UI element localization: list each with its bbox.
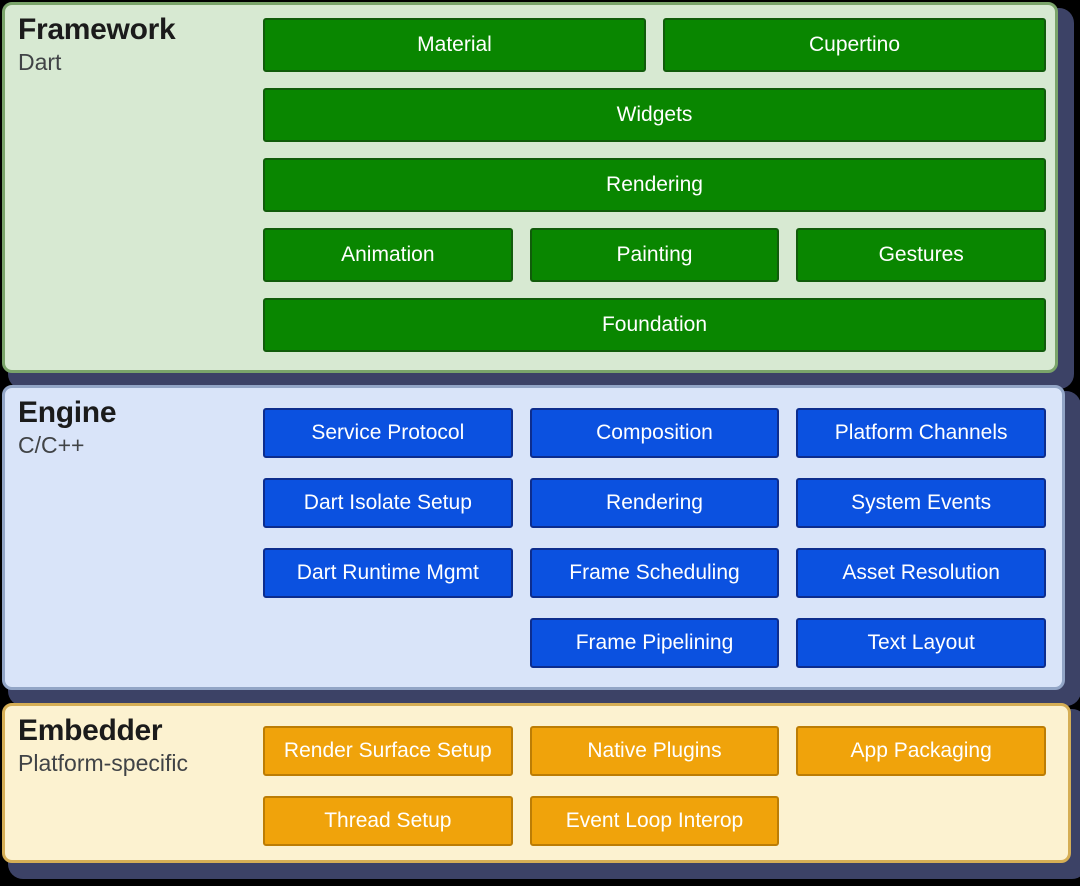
framework-title: Framework bbox=[18, 13, 176, 46]
box-cupertino: Cupertino bbox=[663, 18, 1046, 72]
engine-title: Engine bbox=[18, 396, 117, 429]
embedder-title: Embedder bbox=[18, 714, 163, 747]
box-dart-runtime-mgmt: Dart Runtime Mgmt bbox=[263, 548, 513, 598]
embedder-row-1: Render Surface Setup Native Plugins App … bbox=[263, 726, 1046, 776]
box-material: Material bbox=[263, 18, 646, 72]
box-native-plugins: Native Plugins bbox=[529, 726, 780, 776]
box-app-packaging: App Packaging bbox=[796, 726, 1046, 776]
box-rendering: Rendering bbox=[263, 158, 1046, 212]
box-frame-pipelining: Frame Pipelining bbox=[529, 618, 780, 668]
box-foundation: Foundation bbox=[263, 298, 1046, 352]
box-engine-rendering: Rendering bbox=[529, 478, 780, 528]
box-asset-resolution: Asset Resolution bbox=[796, 548, 1046, 598]
framework-row-1: Material Cupertino bbox=[263, 18, 1046, 72]
embedder-boxes: Render Surface Setup Native Plugins App … bbox=[263, 726, 1046, 846]
box-widgets: Widgets bbox=[263, 88, 1046, 142]
engine-row-2: Dart Isolate Setup Rendering System Even… bbox=[263, 478, 1046, 528]
box-dart-isolate-setup: Dart Isolate Setup bbox=[263, 478, 513, 528]
engine-row-3: Dart Runtime Mgmt Frame Scheduling Asset… bbox=[263, 548, 1046, 598]
box-painting: Painting bbox=[529, 228, 780, 282]
engine-boxes: Service Protocol Composition Platform Ch… bbox=[263, 408, 1046, 668]
engine-header: Engine C/C++ bbox=[18, 396, 117, 458]
framework-header: Framework Dart bbox=[18, 13, 176, 75]
box-service-protocol: Service Protocol bbox=[263, 408, 513, 458]
section-framework: Framework Dart Material Cupertino Widget… bbox=[2, 2, 1058, 373]
framework-row-4: Animation Painting Gestures bbox=[263, 228, 1046, 282]
box-gestures: Gestures bbox=[796, 228, 1046, 282]
embedder-row-2: Thread Setup Event Loop Interop bbox=[263, 796, 1046, 846]
framework-row-2: Widgets bbox=[263, 88, 1046, 142]
engine-row-1: Service Protocol Composition Platform Ch… bbox=[263, 408, 1046, 458]
embedder-subtitle: Platform-specific bbox=[18, 750, 188, 776]
box-composition: Composition bbox=[529, 408, 780, 458]
box-text-layout: Text Layout bbox=[796, 618, 1046, 668]
framework-row-3: Rendering bbox=[263, 158, 1046, 212]
box-platform-channels: Platform Channels bbox=[796, 408, 1046, 458]
box-frame-scheduling: Frame Scheduling bbox=[529, 548, 780, 598]
box-event-loop-interop: Event Loop Interop bbox=[529, 796, 780, 846]
box-render-surface-setup: Render Surface Setup bbox=[263, 726, 513, 776]
box-system-events: System Events bbox=[796, 478, 1046, 528]
section-embedder: Embedder Platform-specific Render Surfac… bbox=[2, 703, 1071, 863]
framework-row-5: Foundation bbox=[263, 298, 1046, 352]
embedder-header: Embedder Platform-specific bbox=[18, 714, 188, 776]
engine-row-4: Frame Pipelining Text Layout bbox=[263, 618, 1046, 668]
box-animation: Animation bbox=[263, 228, 513, 282]
box-thread-setup: Thread Setup bbox=[263, 796, 513, 846]
framework-subtitle: Dart bbox=[18, 49, 62, 75]
framework-boxes: Material Cupertino Widgets Rendering Ani… bbox=[263, 18, 1046, 352]
engine-subtitle: C/C++ bbox=[18, 432, 85, 458]
section-engine: Engine C/C++ Service Protocol Compositio… bbox=[2, 385, 1065, 690]
